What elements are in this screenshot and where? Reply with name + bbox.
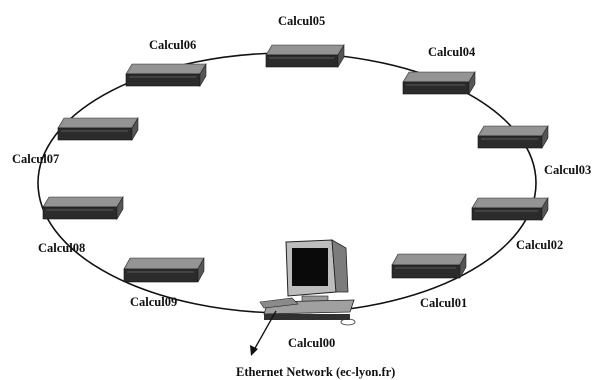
node-label-calcul08: Calcul08 [38,241,85,255]
node-label-calcul01: Calcul01 [420,296,467,310]
server-node: Calcul07 [12,116,139,166]
node-label-calcul07: Calcul07 [12,152,59,166]
node-label-calcul04: Calcul04 [428,45,476,59]
server-node: Calcul05 [265,14,345,69]
node-label-calcul02: Calcul02 [516,238,563,252]
server-node: Calcul08 [38,195,124,255]
server-node: Calcul06 [125,38,207,88]
node-label-calcul05: Calcul05 [278,14,325,28]
server-node: Calcul03 [477,124,591,177]
node-label-calcul00: Calcul00 [288,336,335,350]
network-label: Ethernet Network (ec-lyon.fr) [236,365,395,379]
node-label-calcul09: Calcul09 [130,295,177,309]
node-label-calcul06: Calcul06 [149,38,196,52]
ethernet-arrowhead [250,345,258,356]
server-node: Calcul02 [471,196,563,252]
server-node: Calcul09 [123,257,205,309]
nodes-layer: Calcul05Calcul04Calcul03Calcul02Calcul01… [12,14,591,350]
node-label-calcul03: Calcul03 [544,163,591,177]
workstation-node: Calcul00 [259,239,356,350]
server-node: Calcul01 [391,253,467,310]
server-node: Calcul04 [402,45,476,96]
ethernet-uplink-line [253,310,277,351]
